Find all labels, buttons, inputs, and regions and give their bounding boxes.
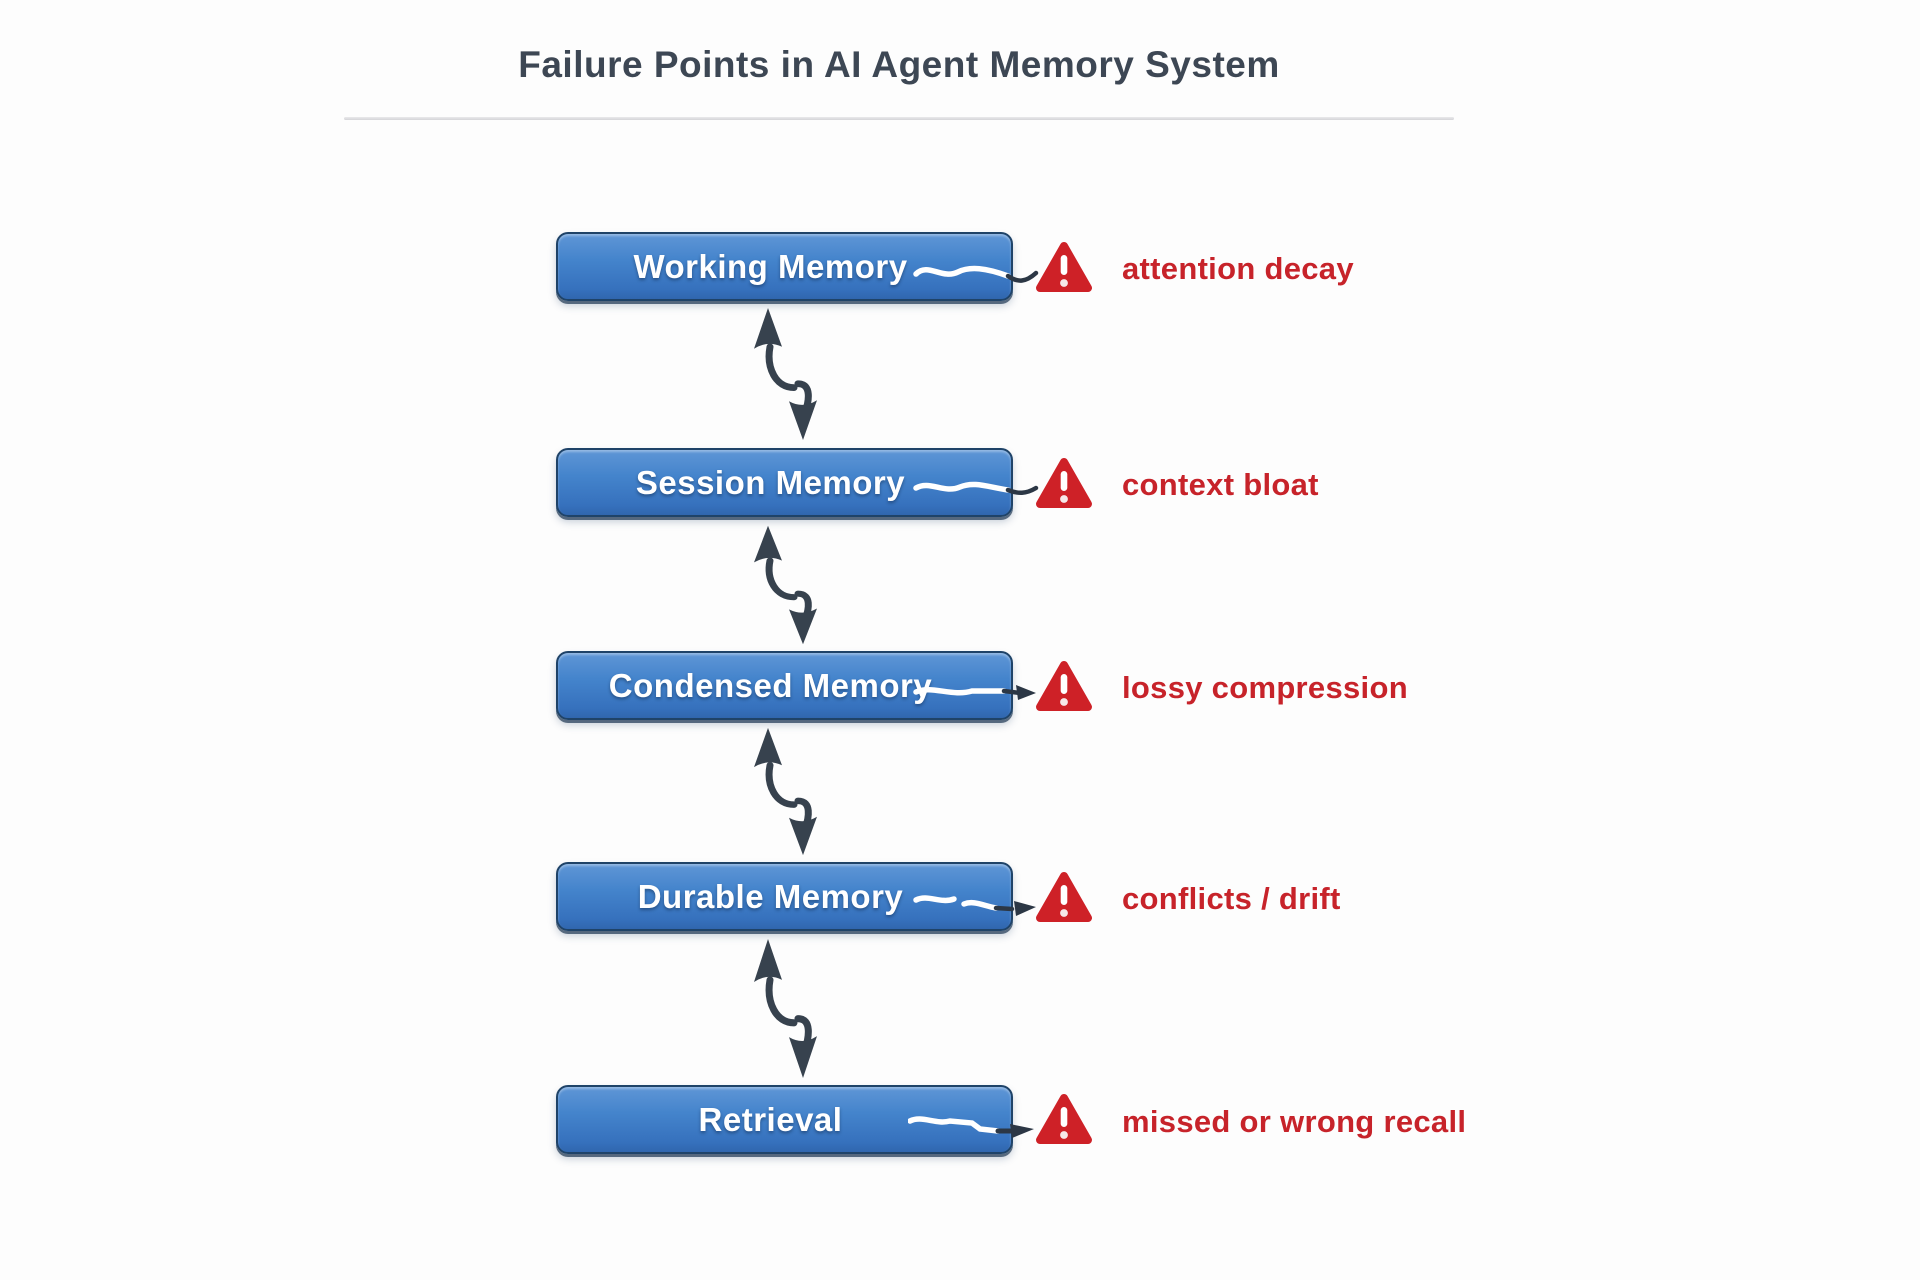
failure-label: lossy compression [1122, 670, 1408, 705]
squiggle-connector [913, 895, 1036, 916]
failure-label: attention decay [1122, 251, 1354, 286]
page-title: Failure Points in AI Agent Memory System [518, 44, 1280, 85]
node-label: Session Memory [635, 463, 906, 501]
warning-triangle-icon [1036, 661, 1092, 711]
squiggle-connector [913, 481, 1039, 495]
squiggle-connector [913, 685, 1036, 700]
bidirectional-arrow [754, 525, 817, 645]
squiggle-connector [913, 265, 1039, 283]
warning-triangle-icon [1036, 242, 1092, 292]
node-session-memory: Session Memory [556, 448, 1013, 517]
node-working-memory: Working Memory [556, 232, 1013, 301]
warning-triangle-icon [1036, 458, 1092, 508]
bidirectional-arrow [754, 939, 817, 1078]
failure-label: context bloat [1122, 467, 1319, 502]
node-label: Condensed Memory [608, 666, 933, 704]
bidirectional-arrow [754, 307, 817, 441]
node-label: Retrieval [698, 1100, 843, 1138]
title-divider [344, 117, 1454, 120]
failure-label: missed or wrong recall [1122, 1104, 1467, 1139]
warning-triangle-icon [1036, 1094, 1092, 1144]
node-durable-memory: Durable Memory [556, 862, 1013, 931]
squiggle-connector [908, 1116, 1034, 1138]
bidirectional-arrow [754, 727, 817, 856]
warning-triangle-icon [1036, 872, 1092, 922]
failure-label: conflicts / drift [1122, 881, 1341, 916]
node-label: Durable Memory [637, 877, 904, 915]
node-condensed-memory: Condensed Memory [556, 651, 1013, 720]
node-label: Working Memory [633, 247, 908, 285]
